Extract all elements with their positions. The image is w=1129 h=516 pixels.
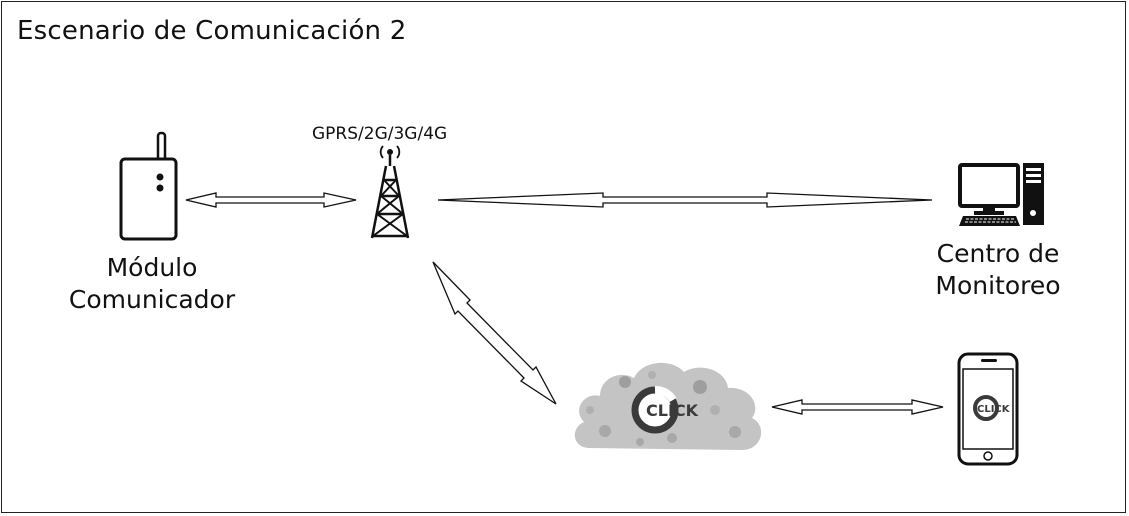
- arrow-tower-cloud: [432, 261, 557, 405]
- diagram-title: Escenario de Comunicación 2: [17, 16, 407, 46]
- network-label: GPRS/2G/3G/4G: [312, 124, 448, 144]
- module-label-line1: Módulo: [106, 253, 198, 282]
- arrow-cloud-phone: [771, 399, 944, 415]
- cloud-logo-text: CLICK: [646, 401, 699, 420]
- desktop-computer-icon: [958, 163, 1044, 226]
- phone-logo-text: CLICK: [977, 404, 1011, 415]
- center-label: Centro de Monitoreo: [918, 238, 1078, 302]
- arrow-tower-center: [437, 192, 933, 208]
- communicator-module-icon: [119, 131, 178, 241]
- smartphone-icon: CLICK: [957, 352, 1019, 466]
- cell-tower-icon: [370, 145, 410, 239]
- center-label-line1: Centro de: [936, 239, 1060, 268]
- arrow-module-tower: [185, 192, 357, 208]
- module-label: Módulo Comunicador: [52, 252, 252, 316]
- cloud-icon: CLICK: [574, 362, 762, 450]
- module-label-line2: Comunicador: [68, 285, 236, 314]
- center-label-line2: Monitoreo: [935, 271, 1061, 300]
